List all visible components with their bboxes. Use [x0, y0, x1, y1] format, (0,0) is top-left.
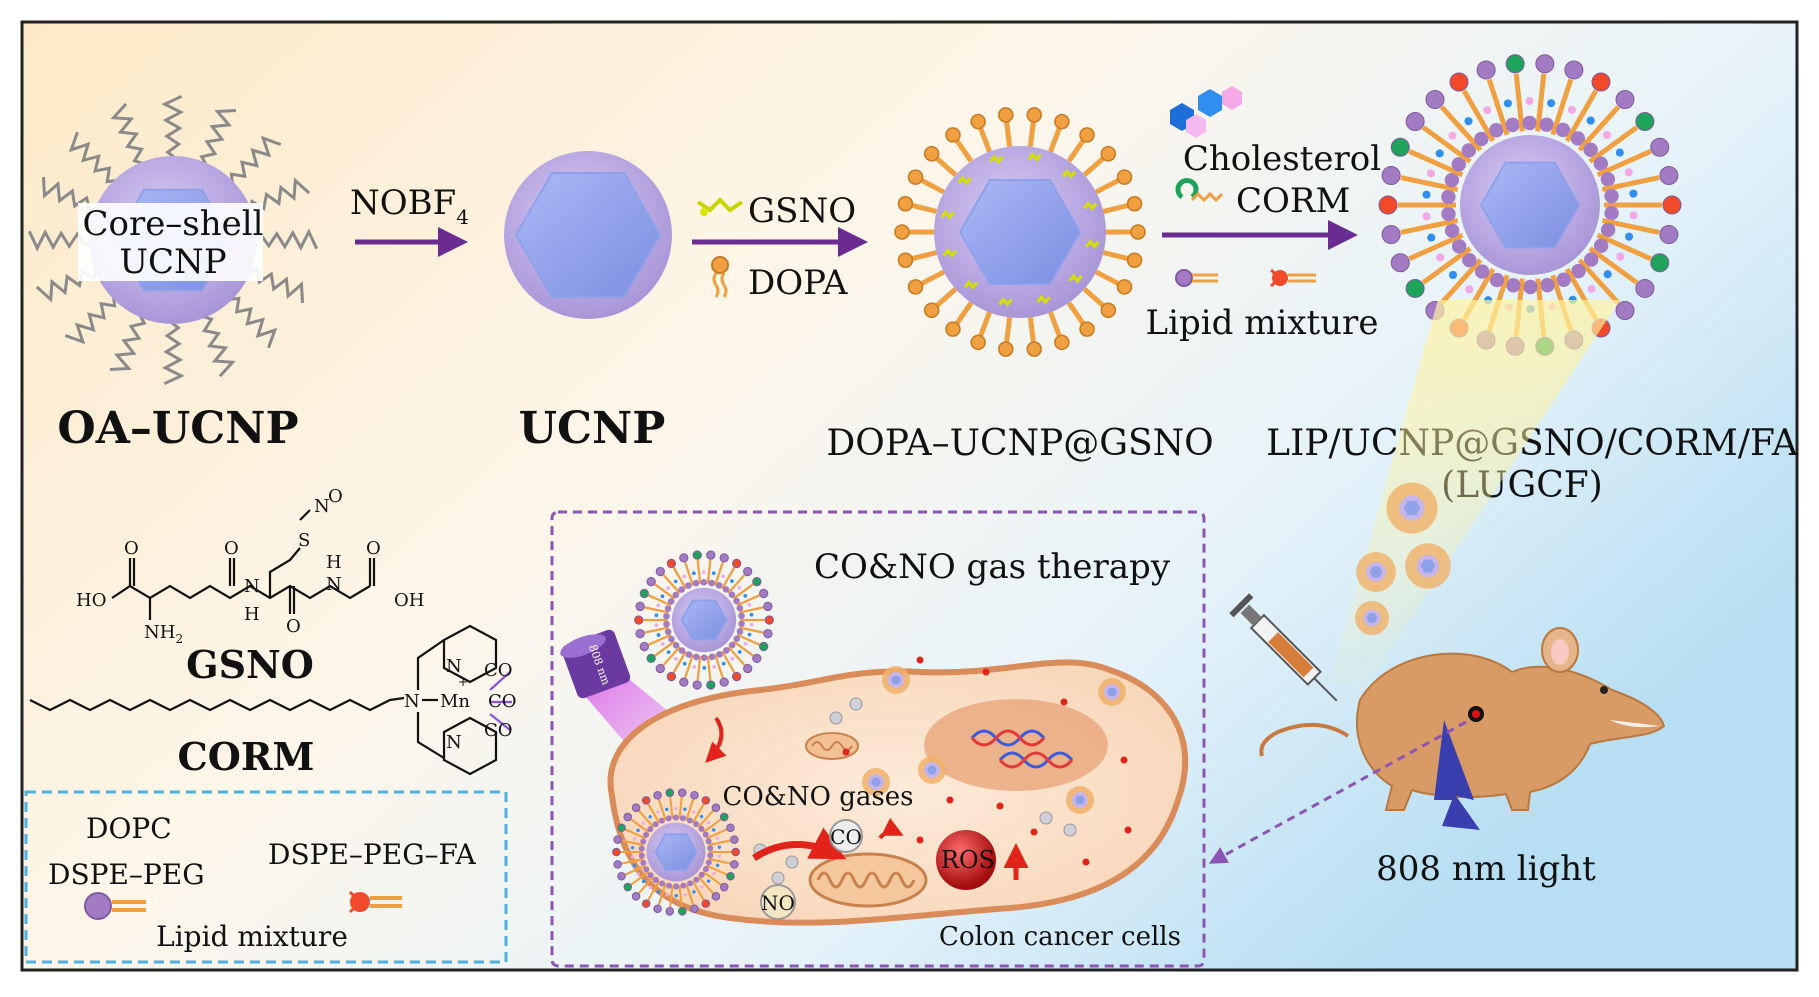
- nobf4-label: NOBF4: [350, 183, 469, 229]
- lipid-mixture-top-label: Lipid mixture: [1146, 303, 1379, 343]
- cell-nucleus: [924, 699, 1108, 791]
- ros-label: ROS: [941, 846, 995, 874]
- mouse-icon: [1259, 627, 1666, 811]
- dopc-label: DOPC: [86, 812, 172, 845]
- therapy-box: [550, 510, 1206, 968]
- colon-cancer-label: Colon cancer cells: [939, 922, 1181, 952]
- laser-device-icon: [560, 629, 631, 699]
- core-shell-ucnp-label: UCNP: [119, 242, 226, 282]
- corm-atom-n-lower: N: [446, 732, 462, 753]
- ucnp-title: UCNP: [519, 403, 666, 454]
- gsno-atom-o-top: O: [328, 486, 343, 507]
- no-bubble: [760, 884, 796, 920]
- mitochondrion-large: [808, 852, 928, 908]
- gsno-oh: OH: [394, 590, 424, 611]
- corm-co-3: CO: [484, 720, 513, 741]
- corm-atom-mn: Mn: [440, 691, 470, 712]
- gsno-molecule-icon: [696, 197, 744, 216]
- lipid-mixture-box-label: Lipid mixture: [156, 920, 348, 953]
- co-bubble: [829, 819, 863, 853]
- gas-molecules: [842, 656, 1132, 866]
- gsno-atom-o1: O: [124, 538, 139, 559]
- oa-ucnp-title: OA–UCNP: [57, 403, 298, 454]
- corm-legend-label: CORM: [1236, 181, 1350, 221]
- therapy-nanoparticles: [612, 550, 1126, 916]
- syringe-icon: [1229, 593, 1338, 702]
- dopa-legend-label: DOPA: [748, 263, 848, 303]
- no-label: NO: [761, 891, 795, 915]
- corm-structure-title: CORM: [178, 734, 315, 779]
- gsno-atom-n1: N: [244, 576, 260, 597]
- gases-label: CO&NO gases: [723, 782, 914, 812]
- gsno-atom-o4: O: [366, 538, 381, 559]
- lipid-mixture-box: [24, 790, 508, 964]
- gsno-atom-n-top: N: [314, 496, 330, 517]
- uptake-arrow: [705, 716, 727, 763]
- corm-atom-n: N: [404, 691, 420, 712]
- dopa-ucnp-gsno-particle: [894, 107, 1146, 357]
- gsno-atom-n2: N: [326, 574, 342, 595]
- corm-atom-n-upper: N: [446, 656, 462, 677]
- light-label: 808 nm light: [1376, 849, 1596, 889]
- gsno-atom-h1: H: [244, 604, 260, 625]
- corm-molecule-icon: [1175, 178, 1224, 203]
- small-nanoparticles: [1354, 482, 1451, 636]
- co-arrow: [878, 817, 904, 840]
- release-arrow: [752, 827, 847, 861]
- ros-bubble: [936, 830, 996, 890]
- ucnp-particle: [504, 151, 672, 319]
- gsno-atom-o2: O: [224, 538, 239, 559]
- co-label: CO: [830, 825, 862, 849]
- gsno-ho: HO: [76, 590, 106, 611]
- tumor-link-arrow: [1208, 720, 1467, 864]
- gsno-atom-o3: O: [286, 616, 301, 637]
- cholesterol-icon: [1170, 86, 1242, 138]
- lipid-mixture-icon: [1175, 268, 1316, 288]
- dna-icon: [970, 729, 1074, 769]
- gsno-structure-title: GSNO: [186, 642, 314, 687]
- gsno-structure: [111, 509, 376, 620]
- core-shell-label: Core–shell: [82, 204, 263, 244]
- dspe-peg-label: DSPE–PEG: [48, 858, 205, 891]
- dspe-peg-fa-lipid-icon: [348, 890, 402, 914]
- cholesterol-label: Cholesterol: [1183, 139, 1381, 179]
- gsno-atom-h2: H: [326, 552, 342, 573]
- therapy-title: CO&NO gas therapy: [814, 547, 1171, 587]
- gsno-legend-label: GSNO: [748, 191, 856, 231]
- dopc-lipid-icon: [84, 892, 146, 920]
- corm-structure: [29, 624, 512, 776]
- dopa-lipid-icon: [711, 256, 729, 298]
- corm-co-1: CO: [484, 660, 513, 681]
- light-bolt-icon: [1434, 720, 1480, 830]
- gsno-nh2: NH2: [144, 622, 183, 646]
- mitochondrion-small: [805, 732, 859, 760]
- corm-co-2: CO: [488, 691, 517, 712]
- core-shell-label-bg: [78, 203, 263, 281]
- gsno-atom-s: S: [298, 530, 310, 551]
- dopa-ucnp-gsno-title: DOPA–UCNP@GSNO: [826, 423, 1213, 464]
- corm-charge: +: [458, 675, 468, 689]
- dspe-peg-fa-label: DSPE–PEG–FA: [268, 838, 477, 871]
- injection-beam: [1330, 300, 1620, 690]
